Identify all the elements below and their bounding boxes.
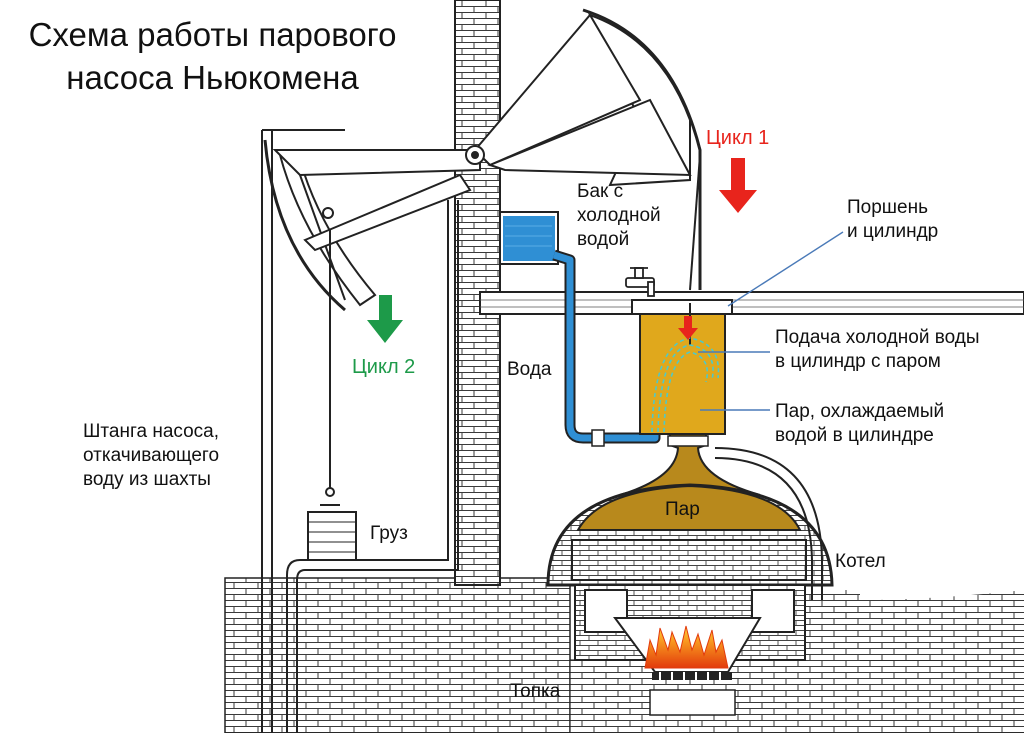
floor-beam (479, 291, 1024, 315)
weight-label: Груз (370, 523, 408, 544)
title-line2: насоса Ньюкомена (66, 58, 359, 96)
cold-water-tank (499, 211, 559, 265)
boiler-label: Котел (835, 551, 886, 572)
cycle2-label: Цикл 2 (352, 356, 416, 378)
callout-lines (698, 231, 844, 411)
cylinder-red-arrow-icon (678, 316, 698, 340)
cylinder (631, 299, 733, 435)
beam-frame (261, 129, 459, 733)
cycle2-arrow-icon (367, 295, 403, 343)
cold-tank-label: Бак с холодной водой (577, 181, 661, 250)
cycle1-arrow-icon (719, 158, 757, 213)
tap (625, 267, 655, 297)
cycle1-label: Цикл 1 (706, 127, 770, 149)
pump-rod-label: Штанга насоса, откачивающего воду из шах… (83, 421, 220, 490)
firebox-label: Топка (510, 681, 561, 702)
rocking-beam (263, 8, 702, 312)
piston-label: Поршень и цилиндр (847, 197, 939, 242)
steam-cooled-label: Пар, охлаждаемый водой в цилиндре (775, 401, 945, 446)
flame-icon (644, 625, 729, 669)
steam-label: Пар (665, 499, 700, 520)
steam-pipe (714, 447, 823, 600)
water-pipe (552, 249, 661, 447)
ground-masonry (224, 577, 1024, 733)
weight (307, 511, 357, 561)
cold-water-spray (651, 337, 720, 433)
cold-water-feed-label: Подача холодной воды в цилиндр с паром (775, 327, 980, 372)
title-line1: Схема работы парового (28, 16, 397, 53)
boiler (546, 483, 834, 587)
diagram-title: Схема работы парового насоса Ньюкомена (0, 14, 425, 100)
water-label: Вода (507, 359, 552, 380)
